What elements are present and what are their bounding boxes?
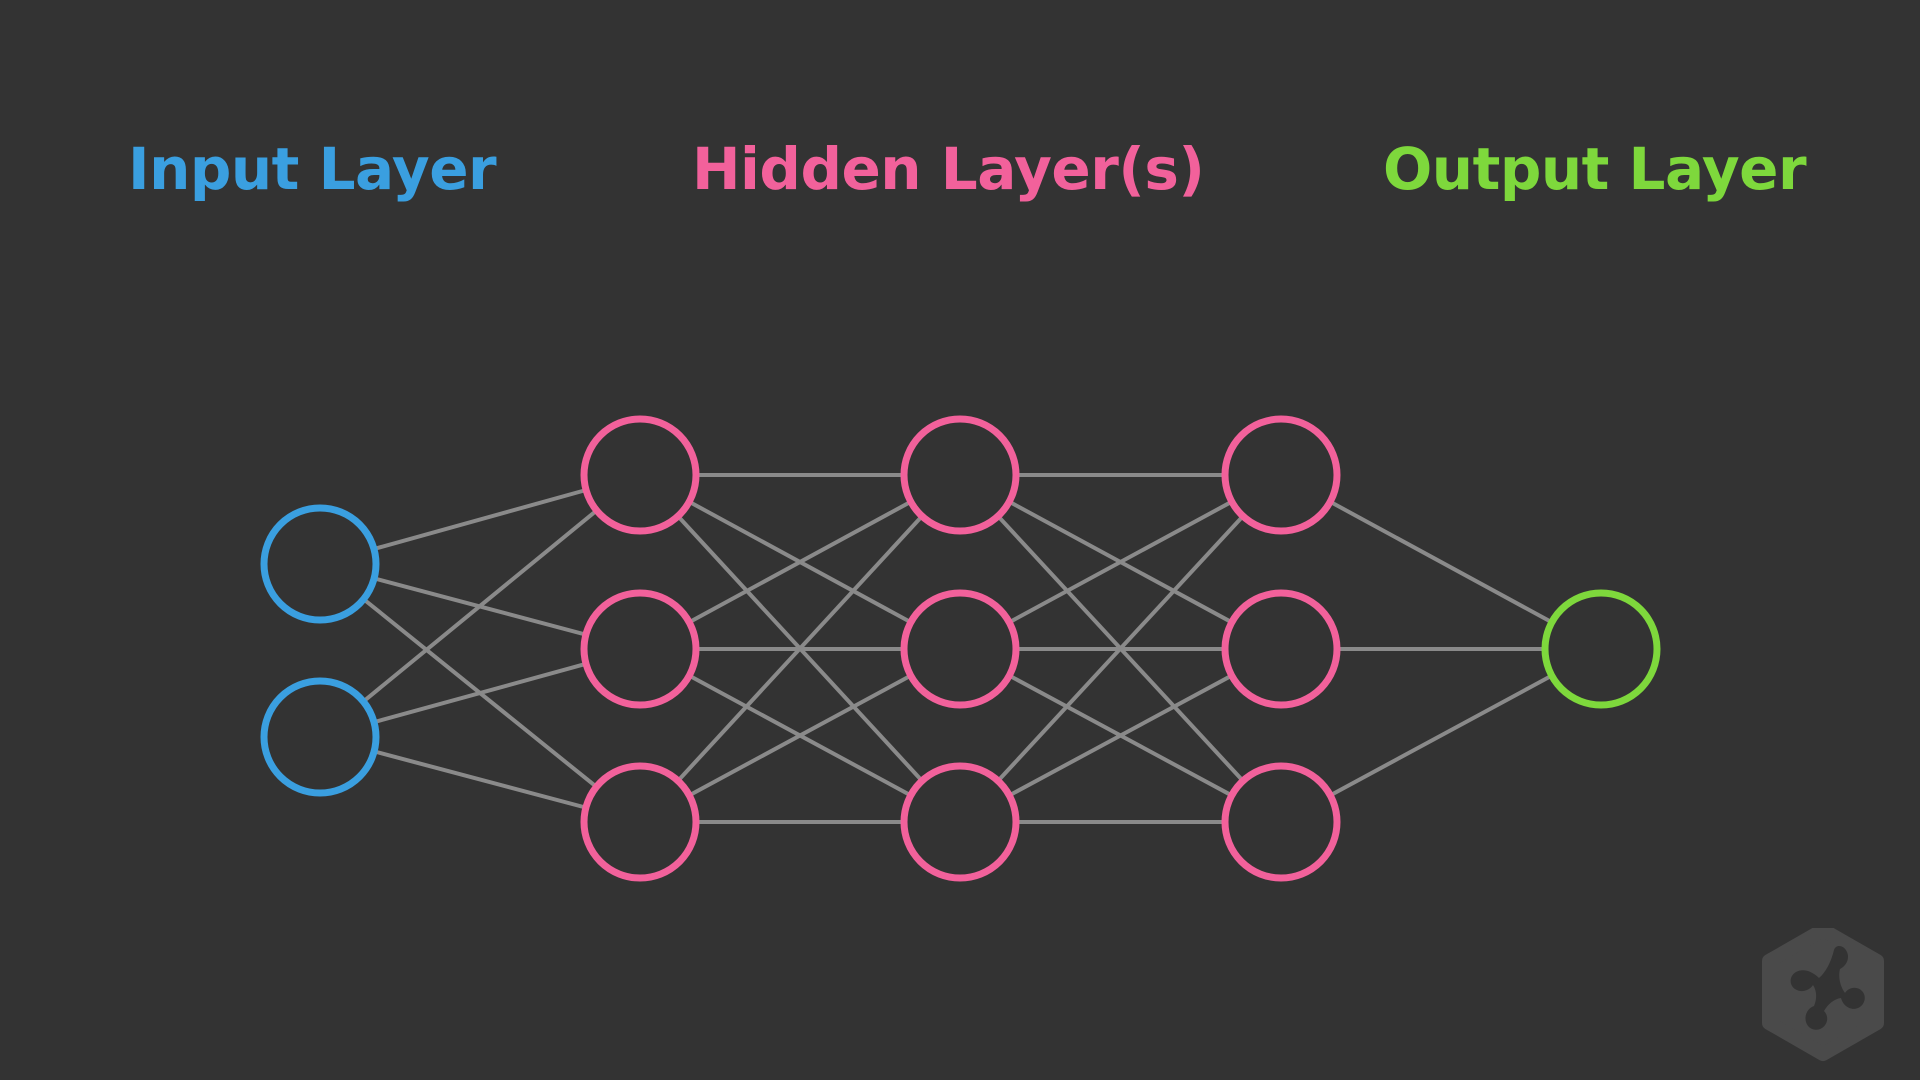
connection-line xyxy=(675,514,925,783)
connection-line xyxy=(1328,499,1554,625)
neuron-node-i1[interactable] xyxy=(260,504,380,624)
neuron-node-h3_3[interactable] xyxy=(1221,762,1341,882)
neuron-node-h1_3[interactable] xyxy=(580,762,700,882)
neuron-node-h1_1[interactable] xyxy=(580,415,700,535)
connection-line xyxy=(372,749,588,810)
connection-line xyxy=(1007,673,1234,798)
connection-line xyxy=(687,673,913,798)
connection-line xyxy=(996,514,1245,783)
hidden-layer-label: Hidden Layer(s) xyxy=(692,135,1205,203)
nodes-group xyxy=(260,415,1661,882)
connection-line xyxy=(687,499,913,625)
neuron-node-h2_1[interactable] xyxy=(900,415,1020,535)
neuron-node-h1_2[interactable] xyxy=(580,589,700,709)
neuron-node-h3_1[interactable] xyxy=(1221,415,1341,535)
neuron-node-o1[interactable] xyxy=(1541,589,1661,709)
neuron-node-h2_3[interactable] xyxy=(900,762,1020,882)
neuron-node-h3_2[interactable] xyxy=(1221,589,1341,709)
connection-line xyxy=(371,661,589,725)
connection-line xyxy=(371,488,589,551)
connections-group xyxy=(361,473,1554,824)
connection-line xyxy=(361,508,599,704)
input-layer-label: Input Layer xyxy=(128,135,497,203)
treehouse-hex-logo-icon xyxy=(1762,928,1884,1061)
connection-line xyxy=(1007,499,1234,625)
neuron-node-i2[interactable] xyxy=(260,677,380,797)
neuron-node-h2_2[interactable] xyxy=(900,589,1020,709)
connection-line xyxy=(1328,673,1554,798)
output-layer-label: Output Layer xyxy=(1383,135,1807,203)
